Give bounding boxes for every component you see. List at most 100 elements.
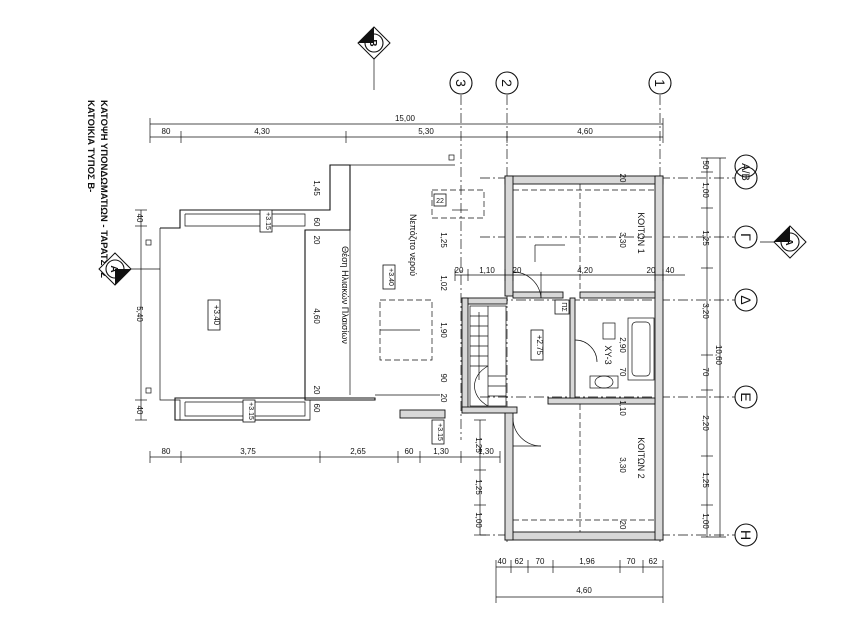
svg-text:40: 40 [666, 266, 675, 275]
wc-label: ΧΥ-3 [603, 345, 613, 364]
svg-text:1,25: 1,25 [701, 472, 710, 488]
svg-text:4,60: 4,60 [312, 308, 321, 324]
svg-text:20: 20 [618, 174, 627, 183]
svg-text:1,30: 1,30 [433, 447, 449, 456]
svg-text:20: 20 [513, 266, 522, 275]
svg-text:62: 62 [515, 557, 524, 566]
svg-text:50: 50 [701, 161, 710, 170]
svg-text:20: 20 [439, 394, 448, 403]
svg-text:1,96: 1,96 [579, 557, 595, 566]
svg-text:3,30: 3,30 [618, 232, 627, 248]
svg-text:+3.40: +3.40 [387, 268, 394, 286]
svg-text:10,60: 10,60 [714, 345, 723, 366]
terrace-outline: +3.40 +3.15 +3.15 60 60 20 20 4,60 1,45 [159, 164, 455, 423]
svg-text:1,00: 1,00 [474, 512, 483, 528]
svg-text:+3.15: +3.15 [247, 402, 254, 420]
svg-text:5,40: 5,40 [135, 306, 144, 322]
staircase [469, 305, 507, 407]
svg-text:80: 80 [162, 447, 171, 456]
svg-text:70: 70 [536, 557, 545, 566]
svg-text:1,02: 1,02 [439, 275, 448, 291]
svg-text:ΠΣ: ΠΣ [560, 302, 567, 312]
svg-text:+3.15: +3.15 [436, 423, 443, 441]
grid-axes [460, 95, 735, 545]
svg-text:1,25: 1,25 [701, 230, 710, 246]
svg-text:70: 70 [627, 557, 636, 566]
svg-text:40: 40 [135, 214, 144, 223]
svg-text:1,10: 1,10 [618, 400, 627, 416]
svg-text:40: 40 [498, 557, 507, 566]
svg-text:2: 2 [499, 79, 515, 87]
svg-text:1,25: 1,25 [474, 437, 483, 453]
svg-text:1,30: 1,30 [478, 447, 494, 456]
svg-text:Γ: Γ [738, 233, 754, 241]
svg-text:70: 70 [701, 368, 710, 377]
svg-text:40: 40 [135, 406, 144, 415]
water-tank-label: Νεπόζιτο νερού [408, 214, 418, 276]
dims-interior-row: 20 1,10 20 4,20 20 40 [455, 266, 685, 281]
title-line-1: ΚΑΤΟΙΚΙΑ ΤΥΠΟΣ Β- [85, 100, 96, 192]
svg-text:1: 1 [652, 79, 668, 87]
svg-text:Α/Β: Α/Β [739, 163, 751, 181]
svg-text:62: 62 [649, 557, 658, 566]
bedroom-1: ΚΟΙΤΩΝ 1 3,30 20 [512, 174, 655, 299]
svg-text:+3.15: +3.15 [264, 212, 271, 230]
svg-text:3,75: 3,75 [240, 447, 256, 456]
svg-text:60: 60 [312, 404, 321, 413]
svg-text:2,65: 2,65 [350, 447, 366, 456]
svg-text:+3.40: +3.40 [212, 305, 221, 326]
section-marker-a-right: Α [760, 225, 807, 259]
drawing-title: ΚΑΤΟΙΚΙΑ ΤΥΠΟΣ Β- ΚΑΤΟΨΗ ΥΠΟΝΔΩΜΑΤΙΩΝ - … [85, 100, 109, 278]
svg-text:1,25: 1,25 [439, 232, 448, 248]
svg-text:4,60: 4,60 [576, 586, 592, 595]
dims-building-left: 1,25 1,25 1,00 [474, 419, 486, 536]
svg-text:22: 22 [436, 198, 444, 205]
svg-text:3,30: 3,30 [618, 457, 627, 473]
grid-col-2: 2 [495, 71, 519, 95]
svg-text:20: 20 [312, 386, 321, 395]
svg-text:90: 90 [439, 374, 448, 383]
svg-text:20: 20 [312, 236, 321, 245]
grid-col-3: 3 [449, 71, 473, 95]
title-line-2: ΚΑΤΟΨΗ ΥΠΟΝΔΩΜΑΤΙΩΝ - ΤΑΡΑΤΣΑΣ [98, 100, 109, 278]
svg-text:20: 20 [647, 266, 656, 275]
svg-text:2,20: 2,20 [701, 415, 710, 431]
svg-text:3: 3 [453, 79, 469, 87]
svg-text:3,20: 3,20 [701, 303, 710, 319]
svg-text:5,30: 5,30 [418, 127, 434, 136]
svg-text:20: 20 [618, 521, 627, 530]
svg-text:1,45: 1,45 [312, 180, 321, 196]
landing: +2.75 +3.15 [431, 329, 544, 447]
building-walls [399, 175, 664, 541]
svg-text:80: 80 [162, 127, 171, 136]
svg-text:1,00: 1,00 [701, 182, 710, 198]
svg-text:1,90: 1,90 [439, 322, 448, 338]
bedroom-2: ΚΟΙΤΩΝ 2 3,30 20 1,10 [513, 400, 655, 532]
svg-text:1,25: 1,25 [474, 479, 483, 495]
svg-text:20: 20 [455, 266, 464, 275]
section-marker-b: Β [357, 26, 391, 90]
svg-text:4,30: 4,30 [254, 127, 270, 136]
svg-text:Ε: Ε [738, 392, 754, 401]
dims-top: 15,00 80 4,30 5,30 4,60 [149, 114, 664, 143]
grid-row-e: Ε [734, 385, 758, 409]
svg-text:Α: Α [108, 265, 119, 272]
bedroom-1-label: ΚΟΙΤΩΝ 1 [636, 212, 646, 253]
svg-text:1,10: 1,10 [479, 266, 495, 275]
bathroom: ΠΣ ΧΥ-3 2,90 70 [554, 299, 655, 389]
dims-bottom: 80 3,75 2,65 60 1,30 1,30 [149, 447, 501, 463]
dims-below: 40 62 70 1,96 70 62 4,60 [495, 557, 664, 603]
svg-text:Η: Η [738, 530, 754, 540]
dims-right: 50 1,00 1,25 3,20 70 2,20 1,25 1,00 10,6… [701, 157, 726, 538]
svg-text:Δ: Δ [738, 295, 754, 304]
svg-text:60: 60 [312, 218, 321, 227]
svg-text:Β: Β [367, 39, 378, 46]
bedroom-2-label: ΚΟΙΤΩΝ 2 [636, 437, 646, 478]
grid-col-1: 1 [648, 71, 672, 95]
solar-and-tank: 22 Νεπόζιτο νερού Θέση Ηλιακών Πλαισίων … [340, 189, 485, 403]
svg-text:1,00: 1,00 [701, 513, 710, 529]
svg-text:15,00: 15,00 [395, 114, 416, 123]
dims-left: 40 5,40 40 [135, 209, 147, 421]
svg-text:4,20: 4,20 [577, 266, 593, 275]
grid-row-d: Δ [734, 288, 758, 312]
